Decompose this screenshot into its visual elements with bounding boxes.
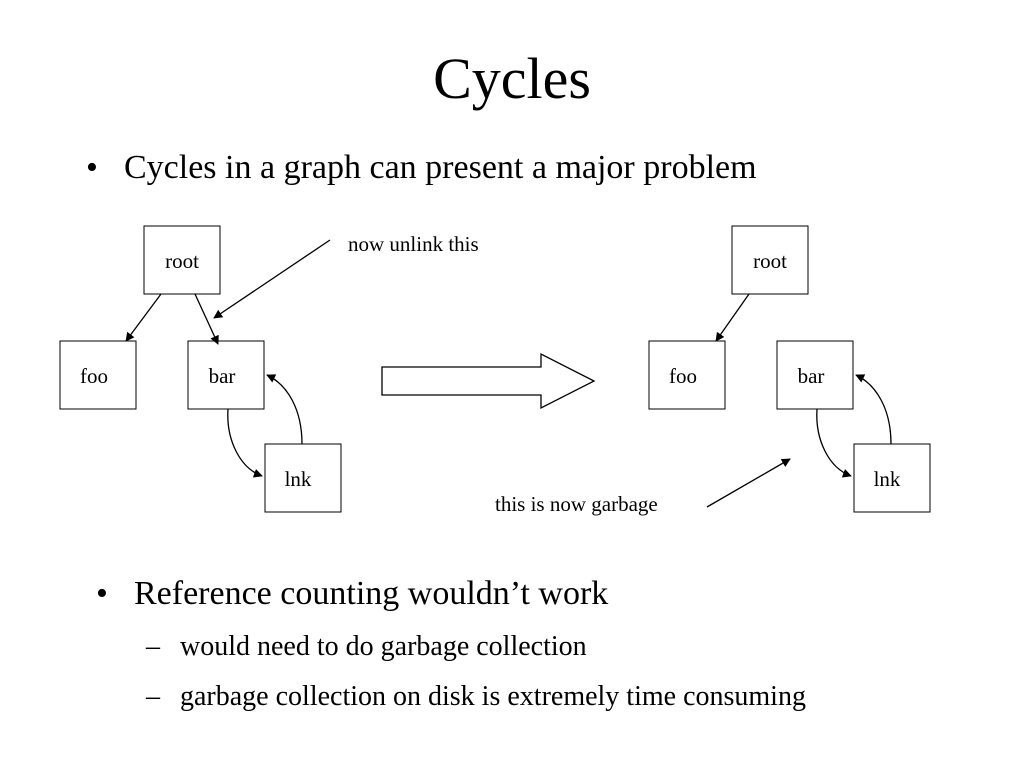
before-node-lnk: lnk [264, 443, 342, 513]
sub-bullet-gc-text: would need to do garbage collection [180, 631, 587, 662]
sub-bullet-gc: –would need to do garbage collection [146, 630, 587, 664]
before-node-root-label: root [165, 249, 199, 273]
after-edge-lnk-bar [855, 374, 892, 445]
sub-bullet-gc-disk: –garbage collection on disk is extremely… [146, 680, 806, 714]
bullet-icon: • [96, 575, 108, 612]
after-edge-bar-lnk [816, 408, 852, 478]
unlink-pointer-arrow [213, 239, 331, 319]
bullet-intro: • Cycles in a graph can present a major p… [86, 148, 757, 188]
after-node-lnk-label: lnk [874, 467, 901, 491]
before-edge-root-foo [125, 293, 162, 342]
after-node-foo: foo [648, 340, 726, 410]
after-edge-root-foo [715, 293, 750, 342]
after-node-foo-label: foo [669, 364, 697, 388]
before-graph: root foo bar lnk now unlink this [59, 225, 479, 513]
after-node-lnk: lnk [853, 443, 931, 513]
transition-arrow [381, 352, 596, 410]
before-node-bar-label: bar [209, 364, 236, 388]
unlink-annotation: now unlink this [348, 232, 479, 256]
sub-bullet-gc-disk-text: garbage collection on disk is extremely … [180, 681, 806, 712]
after-node-root: root [731, 225, 809, 295]
slide-title: Cycles [433, 46, 591, 111]
before-node-lnk-label: lnk [285, 467, 312, 491]
dash-icon: – [146, 631, 160, 662]
before-edge-root-bar [194, 293, 219, 345]
garbage-pointer-arrow [706, 458, 791, 508]
after-node-root-label: root [753, 249, 787, 273]
before-node-foo-label: foo [80, 364, 108, 388]
before-node-root: root [143, 225, 221, 295]
before-node-bar: bar [187, 340, 265, 410]
before-edge-bar-lnk [227, 408, 263, 478]
garbage-annotation: this is now garbage [495, 492, 658, 516]
before-node-foo: foo [59, 340, 137, 410]
bullet-intro-text: Cycles in a graph can present a major pr… [124, 149, 757, 186]
after-graph: root foo bar lnk this is now garbage [495, 225, 931, 516]
after-node-bar-label: bar [798, 364, 825, 388]
dash-icon: – [146, 681, 160, 712]
bullet-refcount-text: Reference counting wouldn’t work [134, 575, 609, 612]
bullet-refcount: • Reference counting wouldn’t work [96, 574, 608, 614]
after-node-bar: bar [776, 340, 854, 410]
bullet-icon: • [86, 149, 98, 186]
before-edge-lnk-bar [266, 374, 303, 445]
